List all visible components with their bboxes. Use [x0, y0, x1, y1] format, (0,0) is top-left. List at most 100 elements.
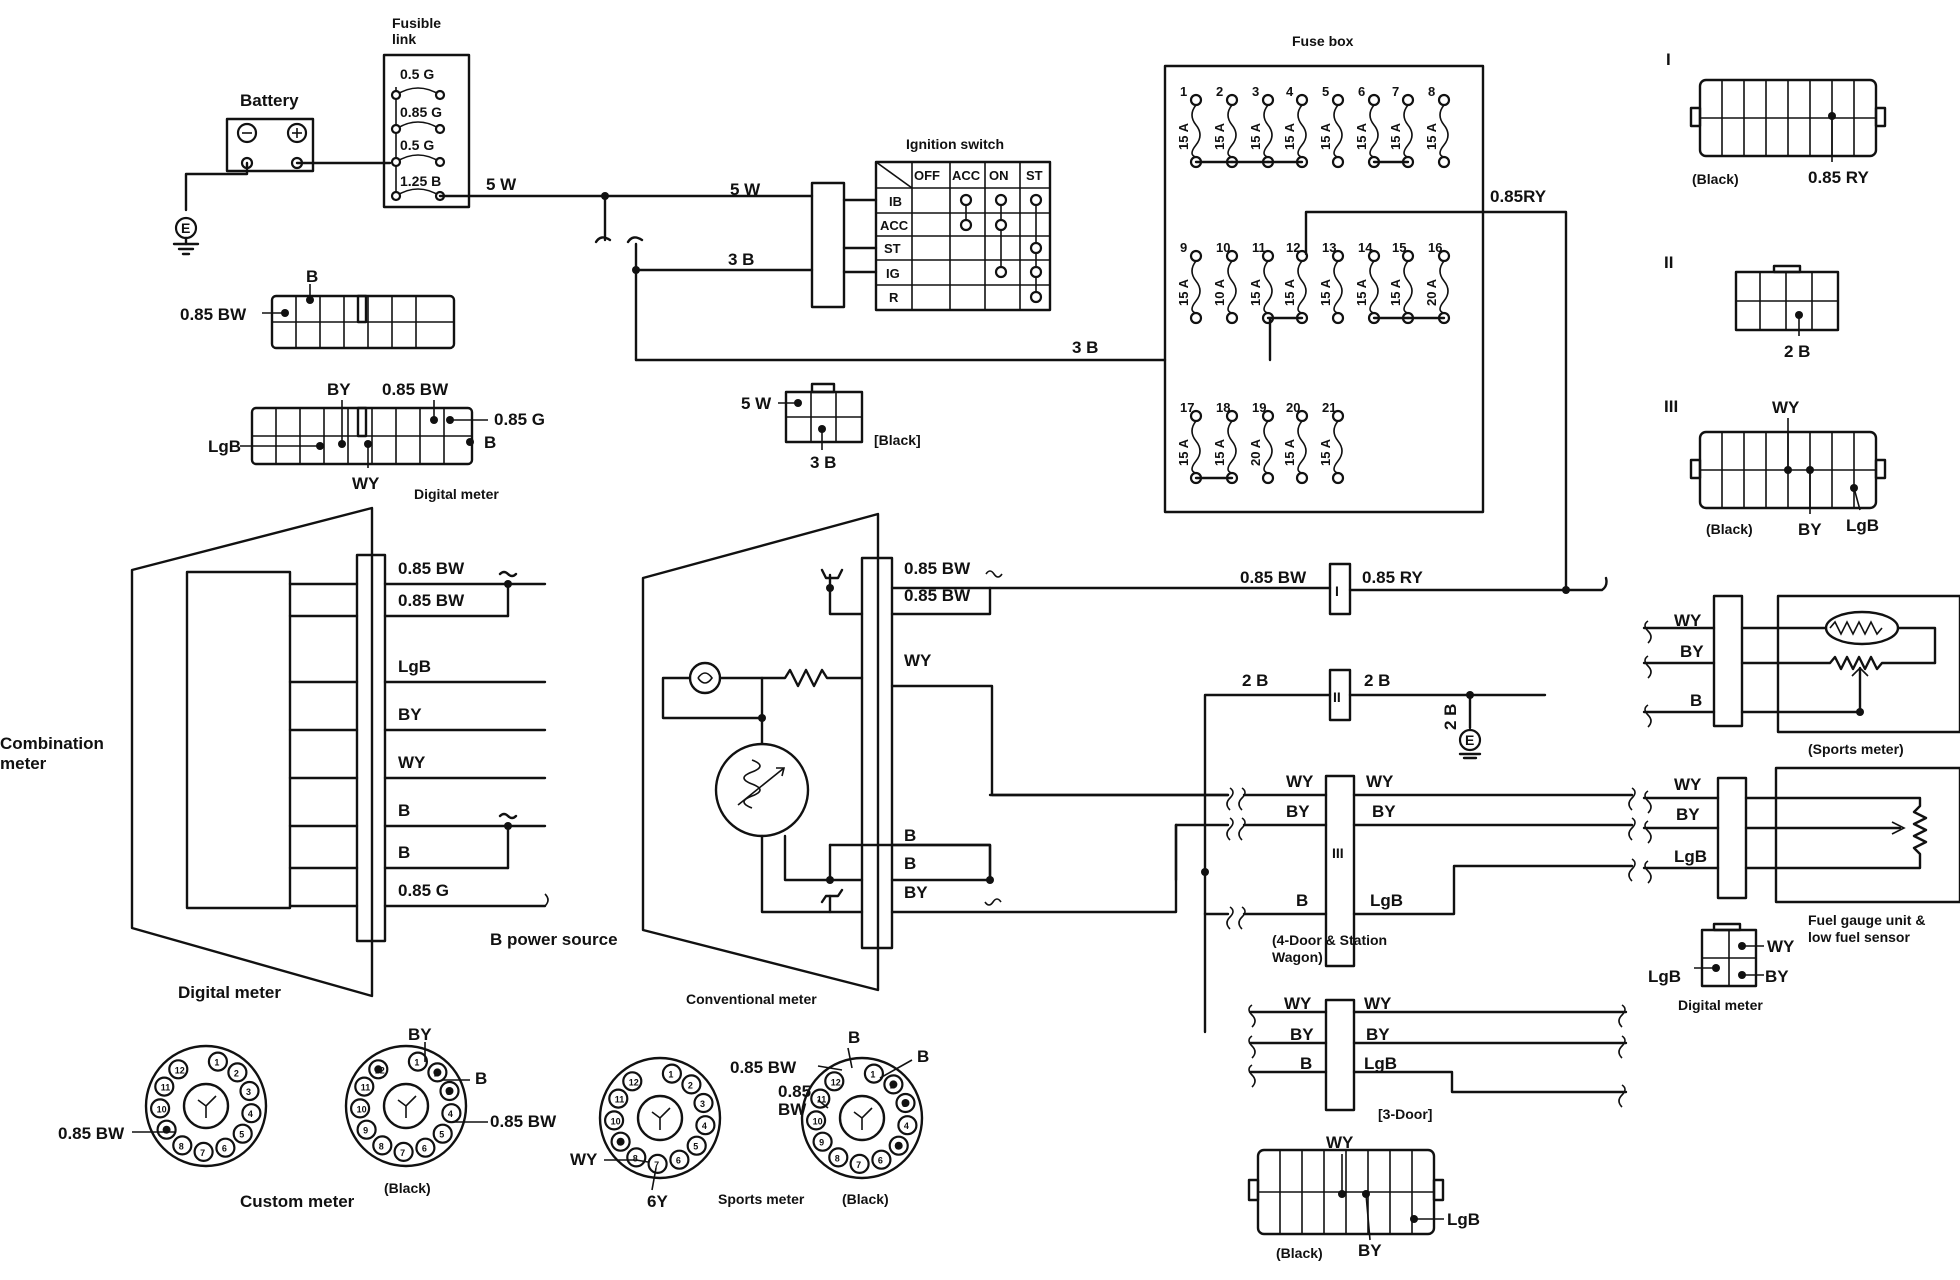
cm-wire-label-0: 0.85 BW — [904, 559, 971, 578]
fuse-rating-13: 15 A — [1318, 278, 1333, 306]
pin-label-2-1: 1 — [668, 1070, 673, 1080]
iii-lgb-right: LgB — [1370, 891, 1403, 910]
sports-meter-unit: WY BY B (Sports meter) — [1642, 594, 1960, 757]
connector-ii: II 2 B — [1664, 253, 1840, 361]
fuse-number-13: 13 — [1322, 240, 1336, 255]
fusible-link: Fusible link 0.5 G 0.85 G 0.5 G 1.25 B — [382, 15, 471, 209]
pin-0-6 — [215, 1137, 236, 1158]
pin-label-1-1: 1 — [414, 1058, 419, 1068]
pin-3-9 — [812, 1131, 833, 1152]
fuse-number-20: 20 — [1286, 400, 1300, 415]
pin-label-2-7: 7 — [654, 1160, 659, 1170]
fuse-rating-8: 15 A — [1424, 122, 1439, 150]
fuse-number-6: 6 — [1358, 84, 1365, 99]
battery: Battery E — [172, 91, 392, 256]
dm-b-wy: WY — [352, 474, 380, 493]
conn-iii-black: (Black) — [1706, 521, 1753, 537]
fuse-number-16: 16 — [1428, 240, 1442, 255]
svg-text:E: E — [1465, 732, 1474, 748]
wire-085ry-label: 0.85RY — [1490, 187, 1547, 206]
fuse-number-19: 19 — [1252, 400, 1266, 415]
pin-1-9 — [356, 1119, 377, 1140]
pin-2-6 — [669, 1149, 690, 1170]
pin-2-12 — [622, 1071, 643, 1092]
sports-meter-connector-b: 123456789101112 — [800, 1056, 924, 1180]
pin-1-5 — [432, 1123, 453, 1144]
dm-jumpers — [498, 570, 518, 870]
dm-a-b: B — [306, 267, 318, 286]
dsc-by: BY — [1765, 967, 1789, 986]
bc-black: (Black) — [1276, 1245, 1323, 1261]
conn-iii-lgb: LgB — [1846, 516, 1879, 535]
fuse-rating-5: 15 A — [1318, 122, 1333, 150]
fuse-rating-12: 15 A — [1282, 278, 1297, 306]
mid-085ry: 0.85 RY — [1362, 568, 1423, 587]
fuel-gauge-unit: WY BY LgB Fuel gauge unit & low fuel sen… — [1642, 766, 1960, 945]
pin-2-8 — [626, 1147, 647, 1168]
td-wy-right: WY — [1364, 994, 1392, 1013]
three-door-label: [3-Door] — [1378, 1106, 1432, 1122]
svg-text:E: E — [181, 220, 190, 236]
ignition-switch: Ignition switch OFF ACC ON ST IB ACC ST … — [810, 136, 1052, 312]
connector-iii: III WY (Black) BY LgB — [1664, 397, 1887, 539]
dm-wire-label-5: B — [398, 801, 410, 820]
fuel-gauge-2: low fuel sensor — [1808, 929, 1910, 945]
ign-col-on: ON — [989, 168, 1009, 183]
pin-label-2-4: 4 — [702, 1121, 707, 1131]
bc-wy: WY — [1326, 1133, 1354, 1152]
pin-1-7 — [393, 1141, 414, 1163]
pin-2-11 — [608, 1088, 629, 1109]
pin-0-10 — [150, 1098, 171, 1119]
small-black-connector: 5 W 3 B [Black] — [741, 382, 921, 472]
mid-2b-a: 2 B — [1242, 671, 1268, 690]
pin-3-7 — [849, 1153, 870, 1175]
pin-label-2-6: 6 — [676, 1156, 681, 1166]
right-wiring: I 0.85 BW 0.85 RY II 2 B 2 B E 2 B III W… — [988, 562, 1636, 1034]
pin-2-4 — [695, 1115, 716, 1136]
round-leaders — [132, 1042, 913, 1191]
pin-label-0-3: 3 — [246, 1087, 251, 1097]
custom-meter-title: Custom meter — [240, 1192, 355, 1211]
ign-col-off: OFF — [914, 168, 940, 183]
round-inner-2 — [636, 1094, 684, 1142]
combination-meter-2: meter — [0, 754, 47, 773]
pin-label-3-12: 12 — [831, 1077, 841, 1087]
pin-3-10 — [805, 1110, 827, 1131]
pin-label-1-11: 11 — [361, 1083, 371, 1093]
pin-label-0-11: 11 — [161, 1083, 171, 1093]
fuse-number-14: 14 — [1358, 240, 1373, 255]
c4-b2: B — [917, 1047, 929, 1066]
fuse-number-8: 8 — [1428, 84, 1435, 99]
wire-5w-label-2: 5 W — [730, 180, 761, 199]
fuse-number-9: 9 — [1180, 240, 1187, 255]
round-connectors: 1234567891011121234567891011121234567891… — [132, 1042, 924, 1191]
cm-wire-label-4: B — [904, 854, 916, 873]
ign-row-r: R — [889, 290, 899, 305]
iii-by-left: BY — [1286, 802, 1310, 821]
fuse-rating-7: 15 A — [1388, 122, 1403, 150]
dm-b-lgb: LgB — [208, 437, 241, 456]
pin-0-2 — [227, 1062, 248, 1083]
pin-2-5 — [686, 1135, 707, 1156]
mid-085bw: 0.85 BW — [1240, 568, 1307, 587]
fuse-rating-4: 15 A — [1282, 122, 1297, 150]
ground-2b: 2 B — [1441, 704, 1460, 730]
c4-085bw: 0.85 BW — [730, 1058, 797, 1077]
pin-label-1-6: 6 — [422, 1144, 427, 1154]
dm-a-085bw: 0.85 BW — [180, 305, 247, 324]
fuse-number-17: 17 — [1180, 400, 1194, 415]
ign-row-st: ST — [884, 241, 901, 256]
digital-meter-title: Digital meter — [178, 983, 281, 1002]
fg-by: BY — [1676, 805, 1700, 824]
bottom-black-connector: WY LgB (Black) BY — [1247, 1133, 1480, 1261]
pin-label-3-6: 6 — [878, 1156, 883, 1166]
fuse-number-10: 10 — [1216, 240, 1230, 255]
pin-label-2-12: 12 — [629, 1077, 639, 1087]
pin-label-3-7: 7 — [856, 1160, 861, 1170]
small-conn-5w: 5 W — [741, 394, 772, 413]
pin-label-1-4: 4 — [448, 1109, 453, 1119]
sports-meter-paren: (Sports meter) — [1808, 741, 1904, 757]
roman-ii: II — [1664, 253, 1673, 272]
dm-wire-label-7: 0.85 G — [398, 881, 449, 900]
sm-b: B — [1690, 691, 1702, 710]
